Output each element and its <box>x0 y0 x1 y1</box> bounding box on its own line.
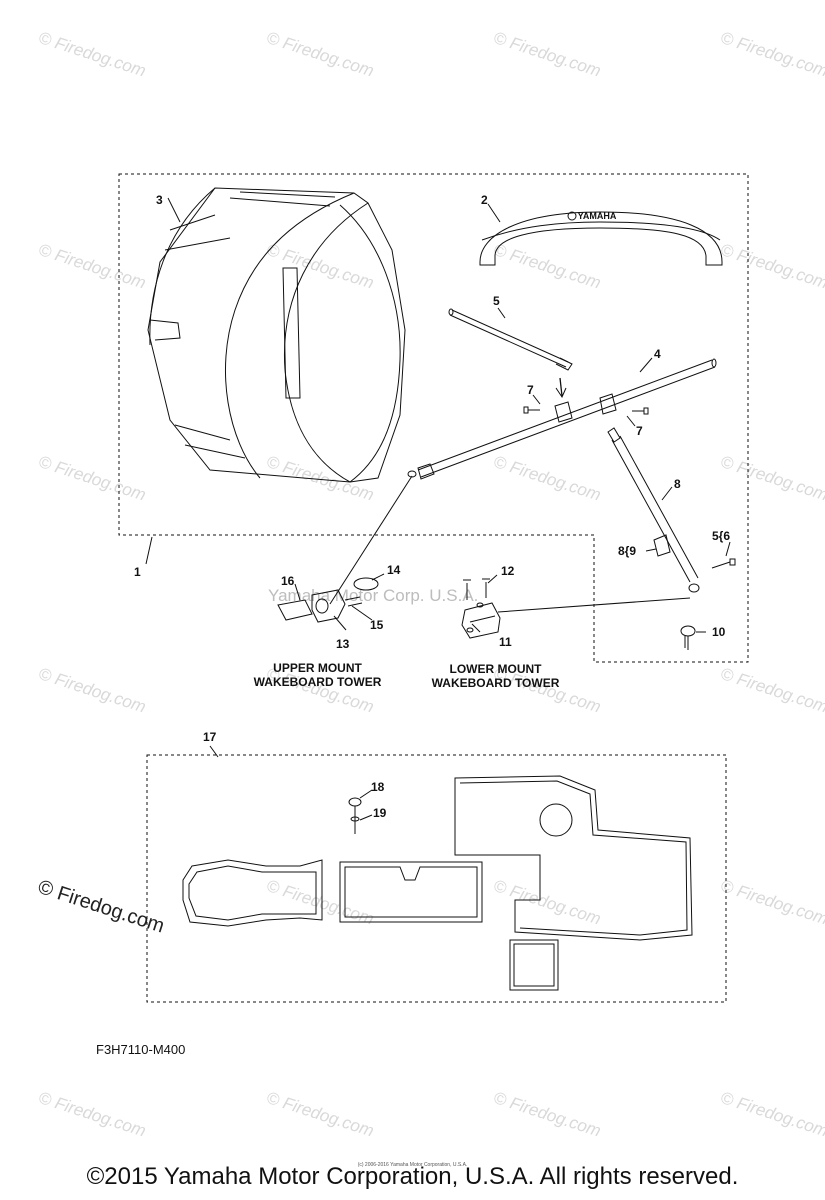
copyright-notice: ©2015 Yamaha Motor Corporation, U.S.A. A… <box>86 1163 739 1190</box>
callout-3: 3 <box>156 193 163 207</box>
lower-mount-caption-line2: WAKEBOARD TOWER <box>431 676 560 690</box>
callout-15: 15 <box>370 618 384 632</box>
pad-part <box>479 211 723 266</box>
lower-mount-caption-line1: LOWER MOUNT <box>449 662 542 676</box>
logo-icon <box>567 211 577 221</box>
tube-5 <box>448 308 573 371</box>
callout-16: 16 <box>281 574 295 588</box>
callout-12: 12 <box>501 564 515 578</box>
callout-1: 1 <box>134 565 141 579</box>
callout-5-6: 5{6 <box>712 529 731 543</box>
callout-13: 13 <box>336 637 350 651</box>
mat-kit-part <box>182 775 693 991</box>
callout-18: 18 <box>371 780 385 794</box>
lower-mount-caption: LOWER MOUNT WAKEBOARD TOWER <box>418 662 573 690</box>
tube-8 <box>607 427 700 593</box>
assembly-boundary <box>118 173 749 663</box>
callout-11: 11 <box>499 635 512 649</box>
callout-7a: 7 <box>527 383 534 397</box>
fine-print: (c) 2006-2016 Yamaha Motor Corporation, … <box>357 1162 468 1168</box>
callout-8: 8 <box>674 477 681 491</box>
callout-5: 5 <box>493 294 500 308</box>
lower-mount-part <box>461 602 501 639</box>
callout-14: 14 <box>387 563 401 577</box>
center-watermark: Yamaha Motor Corp. U.S.A. <box>268 586 479 605</box>
callout-2: 2 <box>481 193 488 207</box>
upper-mount-caption-line1: UPPER MOUNT <box>273 661 362 675</box>
cover-part <box>147 187 406 483</box>
callout-8-9: 8{9 <box>618 544 637 558</box>
upper-mount-part <box>277 577 379 623</box>
figure-code: F3H7110-M400 <box>96 1042 186 1057</box>
callout-19: 19 <box>373 806 387 820</box>
tube-4 <box>407 358 717 480</box>
upper-mount-caption-line2: WAKEBOARD TOWER <box>253 675 382 689</box>
callout-10: 10 <box>712 625 726 639</box>
callout-4: 4 <box>654 347 661 361</box>
upper-mount-caption: UPPER MOUNT WAKEBOARD TOWER <box>240 661 395 689</box>
callout-17: 17 <box>203 730 217 744</box>
logo-text: YAMAHA <box>578 211 617 221</box>
mat-kit-boundary <box>146 754 727 1003</box>
callout-7b: 7 <box>636 424 643 438</box>
